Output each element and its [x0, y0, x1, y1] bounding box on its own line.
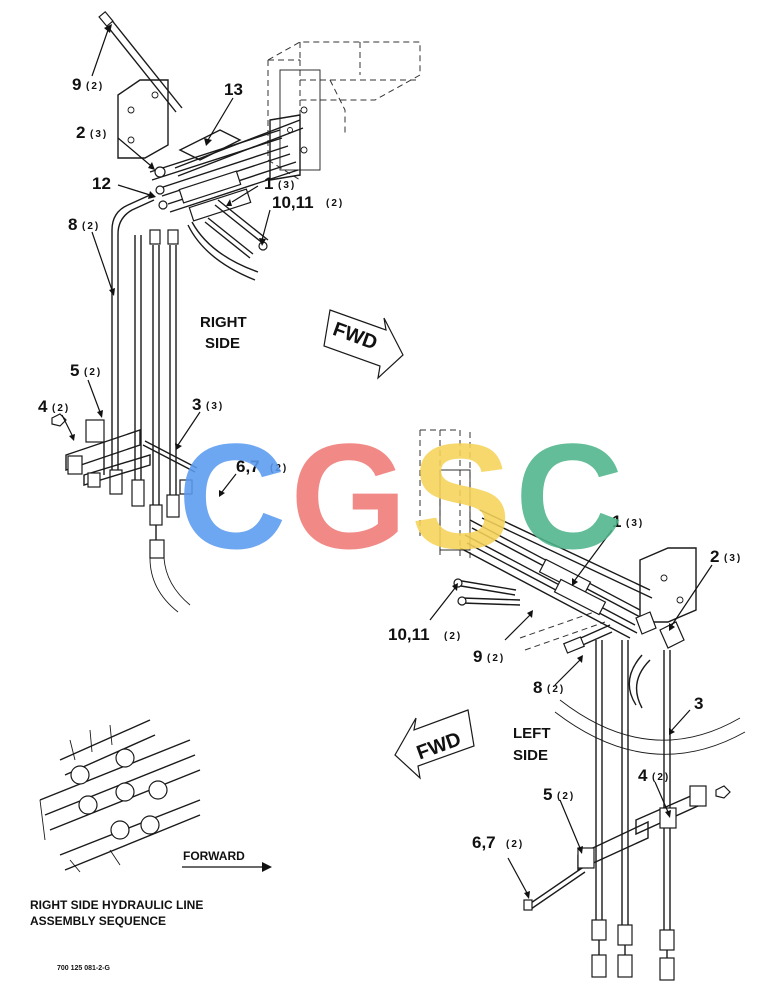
watermark-letter: C	[178, 412, 286, 580]
qty-9-left: (2)	[487, 653, 505, 664]
qty-3-right: (3)	[206, 401, 224, 412]
callout-1-right: 1	[264, 174, 273, 193]
callout-10-11-right: 10,11	[272, 193, 314, 212]
callout-12: 12	[92, 174, 111, 193]
callout-3-right: 3	[192, 395, 201, 414]
qty-10-11-right: (2)	[326, 198, 344, 209]
watermark-letter-c1: CGSC	[178, 412, 623, 580]
callout-8-left: 8	[533, 678, 542, 697]
left-side-assembly	[419, 429, 746, 981]
fwd-arrow-left: FWD	[394, 709, 475, 780]
forward-indicator: FORWARD	[182, 849, 272, 872]
fwd-arrow-right: FWD	[323, 309, 404, 380]
watermark-letter: C	[515, 412, 623, 580]
callout-10-11-left: 10,11	[388, 625, 430, 644]
callout-2-right: 2	[76, 123, 85, 142]
qty-10-11-left: (2)	[444, 631, 462, 642]
callout-5-right: 5	[70, 361, 79, 380]
qty-2-right: (3)	[90, 129, 108, 140]
callout-13: 13	[224, 80, 243, 99]
qty-6-7-left: (2)	[506, 839, 524, 850]
callout-9-top: 9	[72, 75, 81, 94]
qty-5-right: (2)	[84, 367, 102, 378]
right-side-assembly	[51, 10, 421, 613]
qty-2-left: (3)	[724, 553, 742, 564]
callout-2-left: 2	[710, 547, 719, 566]
qty-1-left: (3)	[626, 518, 644, 529]
leader-lines	[61, 24, 713, 899]
callout-6-7-right: 6,7	[236, 457, 260, 476]
qty-8-left: (2)	[547, 684, 565, 695]
forward-label: FORWARD	[183, 849, 245, 863]
figure-number: 700 125 081-2-G	[57, 965, 110, 972]
watermark-letter: G	[290, 412, 407, 580]
qty-4-right: (2)	[52, 403, 70, 414]
callout-1-left: 1	[612, 512, 621, 531]
callout-4-left: 4	[638, 766, 648, 785]
assembly-sequence-inset	[39, 719, 201, 873]
right-side-label-2: SIDE	[205, 335, 240, 352]
left-side-label-1: LEFT	[513, 725, 551, 742]
watermark-letter: S	[411, 412, 511, 580]
caption-line-2: ASSEMBLY SEQUENCE	[30, 914, 166, 928]
watermark: CGSC	[178, 412, 623, 580]
qty-1-right: (3)	[278, 180, 296, 191]
qty-6-7-right: (2)	[270, 463, 288, 474]
left-side-label-2: SIDE	[513, 747, 548, 764]
callout-4-right: 4	[38, 397, 48, 416]
callouts: 9 (2) 13 2 (3) 12 1 (3) 10,11 (2) 8 (2) …	[38, 75, 742, 852]
right-side-label-1: RIGHT	[200, 314, 247, 331]
callout-6-7-left: 6,7	[472, 833, 496, 852]
qty-5-left: (2)	[557, 791, 575, 802]
callout-8-right: 8	[68, 215, 77, 234]
qty-8-right: (2)	[82, 221, 100, 232]
callout-9-left: 9	[473, 647, 482, 666]
qty-9-top: (2)	[86, 81, 104, 92]
callout-5-left: 5	[543, 785, 552, 804]
caption-line-1: RIGHT SIDE HYDRAULIC LINE	[30, 898, 203, 912]
qty-4-left: (2)	[652, 772, 670, 783]
callout-3-left: 3	[694, 694, 703, 713]
